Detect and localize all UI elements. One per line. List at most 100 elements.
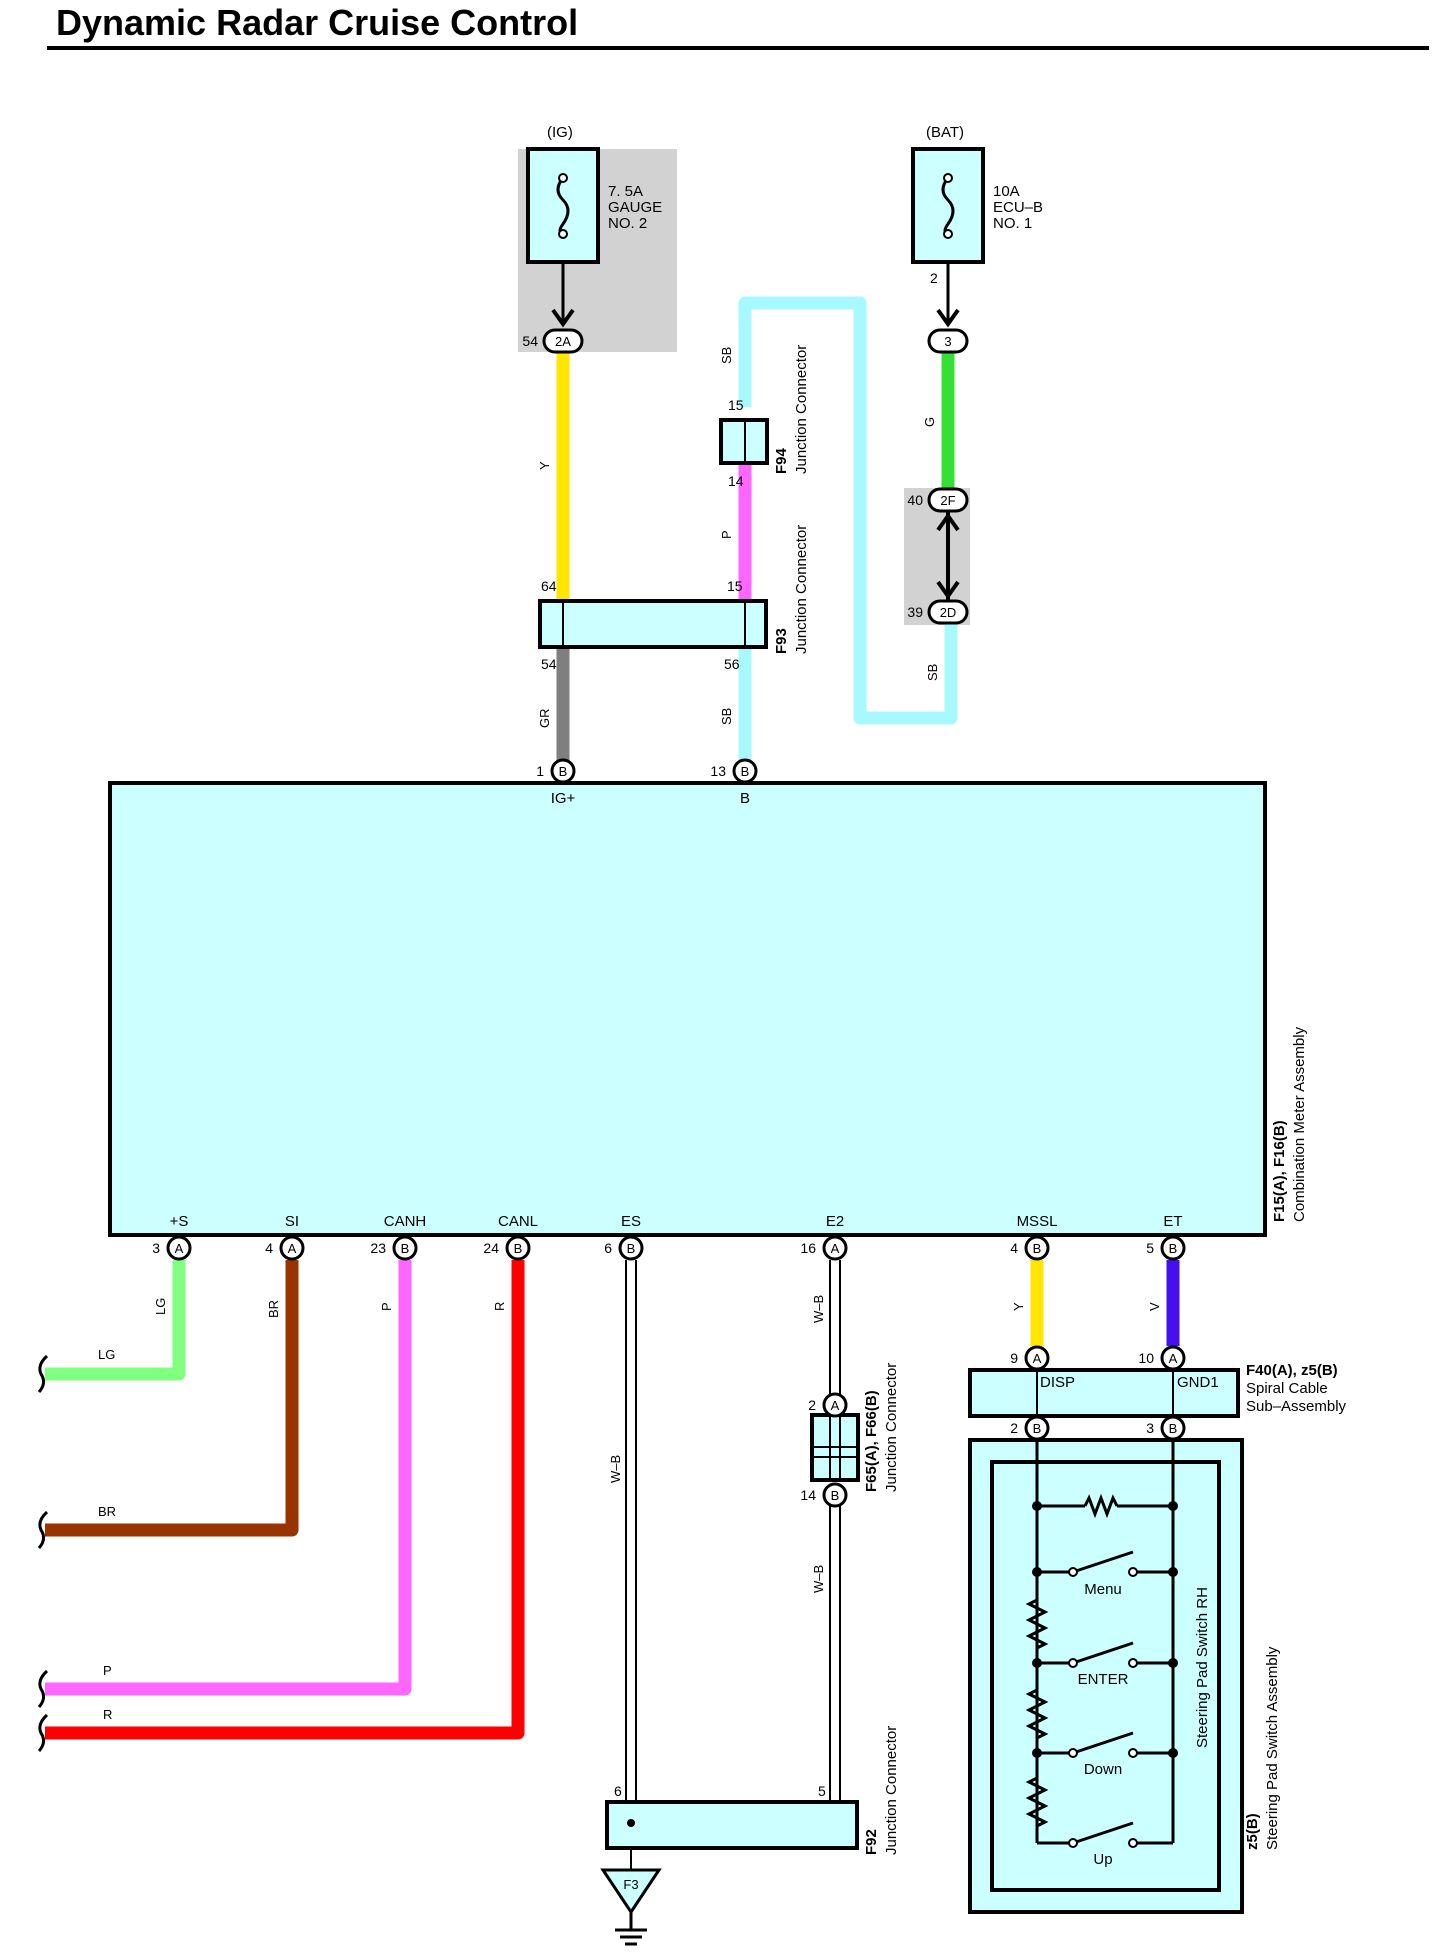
wire-r: [45, 1260, 525, 1740]
wc-sb-mid: SB: [719, 708, 734, 725]
f40-term-disp: DISP: [1040, 1374, 1075, 1391]
meter-bottom-label-1: SI: [285, 1213, 299, 1230]
c2a-code: 2A: [555, 334, 571, 349]
wc-r: R: [492, 1302, 507, 1311]
title-rule: [47, 46, 1429, 50]
f92-pin-left: 6: [614, 1783, 622, 1799]
f40-code-gnd-in: A: [1169, 1351, 1178, 1366]
f40-code-disp-out: B: [1033, 1421, 1042, 1436]
steering-inner-name: Steering Pad Switch RH: [1194, 1587, 1211, 1748]
c2f-code: 2F: [940, 493, 955, 508]
f65-code-top: A: [831, 1398, 840, 1413]
combination-meter: [108, 781, 1267, 1237]
meter-top-label-1: B: [740, 790, 750, 807]
meter-top-pin-1: 13: [710, 763, 726, 779]
meter-bottom-label-5: E2: [826, 1213, 844, 1230]
meter-bottom-label-6: MSSL: [1017, 1213, 1058, 1230]
meter-top-code-0: B: [559, 764, 568, 779]
f40-pin-disp-out: 2: [1010, 1420, 1018, 1436]
switch-label-0: Menu: [1084, 1581, 1122, 1598]
f92-id: F92: [863, 1829, 880, 1855]
ig-fuse-name-2: NO. 2: [608, 215, 647, 232]
wc-ig-y: Y: [537, 461, 552, 470]
wc-es-wb: W–B: [608, 1455, 623, 1483]
steering-nodes: [1032, 1501, 1178, 1758]
wire-p: [45, 1260, 412, 1696]
bat-fuse-name-2: NO. 1: [993, 215, 1032, 232]
meter-bottom-pin-7: 5: [1146, 1240, 1154, 1256]
ig-fuse-name-1: GAUGE: [608, 199, 662, 216]
wc-sb-right: SB: [925, 664, 940, 681]
f93-name: Junction Connector: [793, 525, 810, 654]
f94-name: Junction Connector: [793, 345, 810, 474]
f93-pin-tl: 64: [541, 578, 557, 594]
wc-gr: GR: [537, 709, 552, 729]
wc-p-mid: P: [719, 530, 734, 539]
bat-source-label: (BAT): [926, 124, 964, 141]
f40-code-gnd-out: B: [1169, 1421, 1178, 1436]
f93-pin-bl: 54: [541, 656, 557, 672]
meter-bottom-label-0: +S: [170, 1213, 189, 1230]
meter-bottom-code-1: A: [288, 1241, 297, 1256]
wire-end-marks: [37, 1354, 49, 1752]
f40-pin-gnd-in: 10: [1138, 1350, 1154, 1366]
meter-top-code-1: B: [741, 764, 750, 779]
meter-bottom-code-0: A: [175, 1241, 184, 1256]
steering-pad-inner: [990, 1460, 1221, 1892]
bat-fuse-rating: 10A: [993, 183, 1020, 200]
meter-bottom-pin-2: 23: [370, 1240, 386, 1256]
meter-id: F15(A), F16(B): [1271, 1120, 1288, 1222]
f65-pin-bottom: 14: [800, 1487, 816, 1503]
c3-code: 3: [944, 334, 951, 349]
f94-pin-bottom: 14: [728, 473, 744, 489]
meter-bottom-label-4: ES: [621, 1213, 641, 1230]
wc-br: BR: [266, 1300, 281, 1318]
meter-name: Combination Meter Assembly: [1291, 1026, 1308, 1222]
meter-bottom-code-6: B: [1033, 1241, 1042, 1256]
fuse-ig: [526, 147, 600, 328]
f40-pin-gnd-out: 3: [1146, 1420, 1154, 1436]
switch-label-3: Up: [1093, 1851, 1112, 1868]
bat-fuse-pin: 2: [930, 270, 938, 286]
ground-code: F3: [623, 1877, 638, 1892]
switch-label-2: Down: [1084, 1761, 1122, 1778]
page-title: Dynamic Radar Cruise Control: [56, 2, 579, 43]
ground-f3: [600, 1868, 662, 1946]
meter-bottom-pin-4: 6: [604, 1240, 612, 1256]
meter-bottom-terminals: +S 3 A SI 4 A CANH 23 B CANL 24 B ES 6 B…: [152, 1213, 1182, 1256]
wb-wires: [625, 1260, 841, 1870]
fuse-bat: [911, 147, 985, 328]
steering-outer-name: Steering Pad Switch Assembly: [1264, 1646, 1281, 1850]
f93-id: F93: [773, 628, 790, 654]
c2d-pin: 39: [907, 604, 923, 620]
f40-name-2: Sub–Assembly: [1246, 1398, 1347, 1415]
meter-top-label-0: IG+: [551, 790, 576, 807]
f40-code-disp-in: A: [1033, 1351, 1042, 1366]
meter-bottom-label-7: ET: [1163, 1213, 1182, 1230]
wc-sb-top: SB: [719, 347, 734, 364]
meter-bottom-pin-5: 16: [800, 1240, 816, 1256]
meter-bottom-pin-1: 4: [265, 1240, 273, 1256]
end-lg: LG: [98, 1347, 115, 1362]
end-p: P: [103, 1663, 112, 1678]
f93-pin-tr: 15: [727, 578, 743, 594]
meter-top-pin-0: 1: [536, 763, 544, 779]
wc-e2-wb-top: W–B: [811, 1295, 826, 1323]
wc-lg: LG: [153, 1298, 168, 1315]
meter-bottom-code-5: A: [831, 1241, 840, 1256]
c2a-pin: 54: [522, 333, 538, 349]
meter-bottom-code-3: B: [514, 1241, 523, 1256]
meter-bottom-label-3: CANL: [498, 1213, 538, 1230]
ig-fuse-rating: 7. 5A: [608, 183, 643, 200]
c2f-pin: 40: [907, 492, 923, 508]
wire-lg: [45, 1260, 186, 1381]
meter-bottom-label-2: CANH: [384, 1213, 427, 1230]
f92-name: Junction Connector: [883, 1726, 900, 1855]
f40-pin-disp-in: 9: [1010, 1350, 1018, 1366]
f65-name: Junction Connector: [883, 1363, 900, 1492]
switch-contacts: [1068, 1567, 1138, 1848]
f93-pin-br: 56: [724, 656, 740, 672]
meter-bottom-code-4: B: [627, 1241, 636, 1256]
f65-code-bottom: B: [831, 1488, 840, 1503]
